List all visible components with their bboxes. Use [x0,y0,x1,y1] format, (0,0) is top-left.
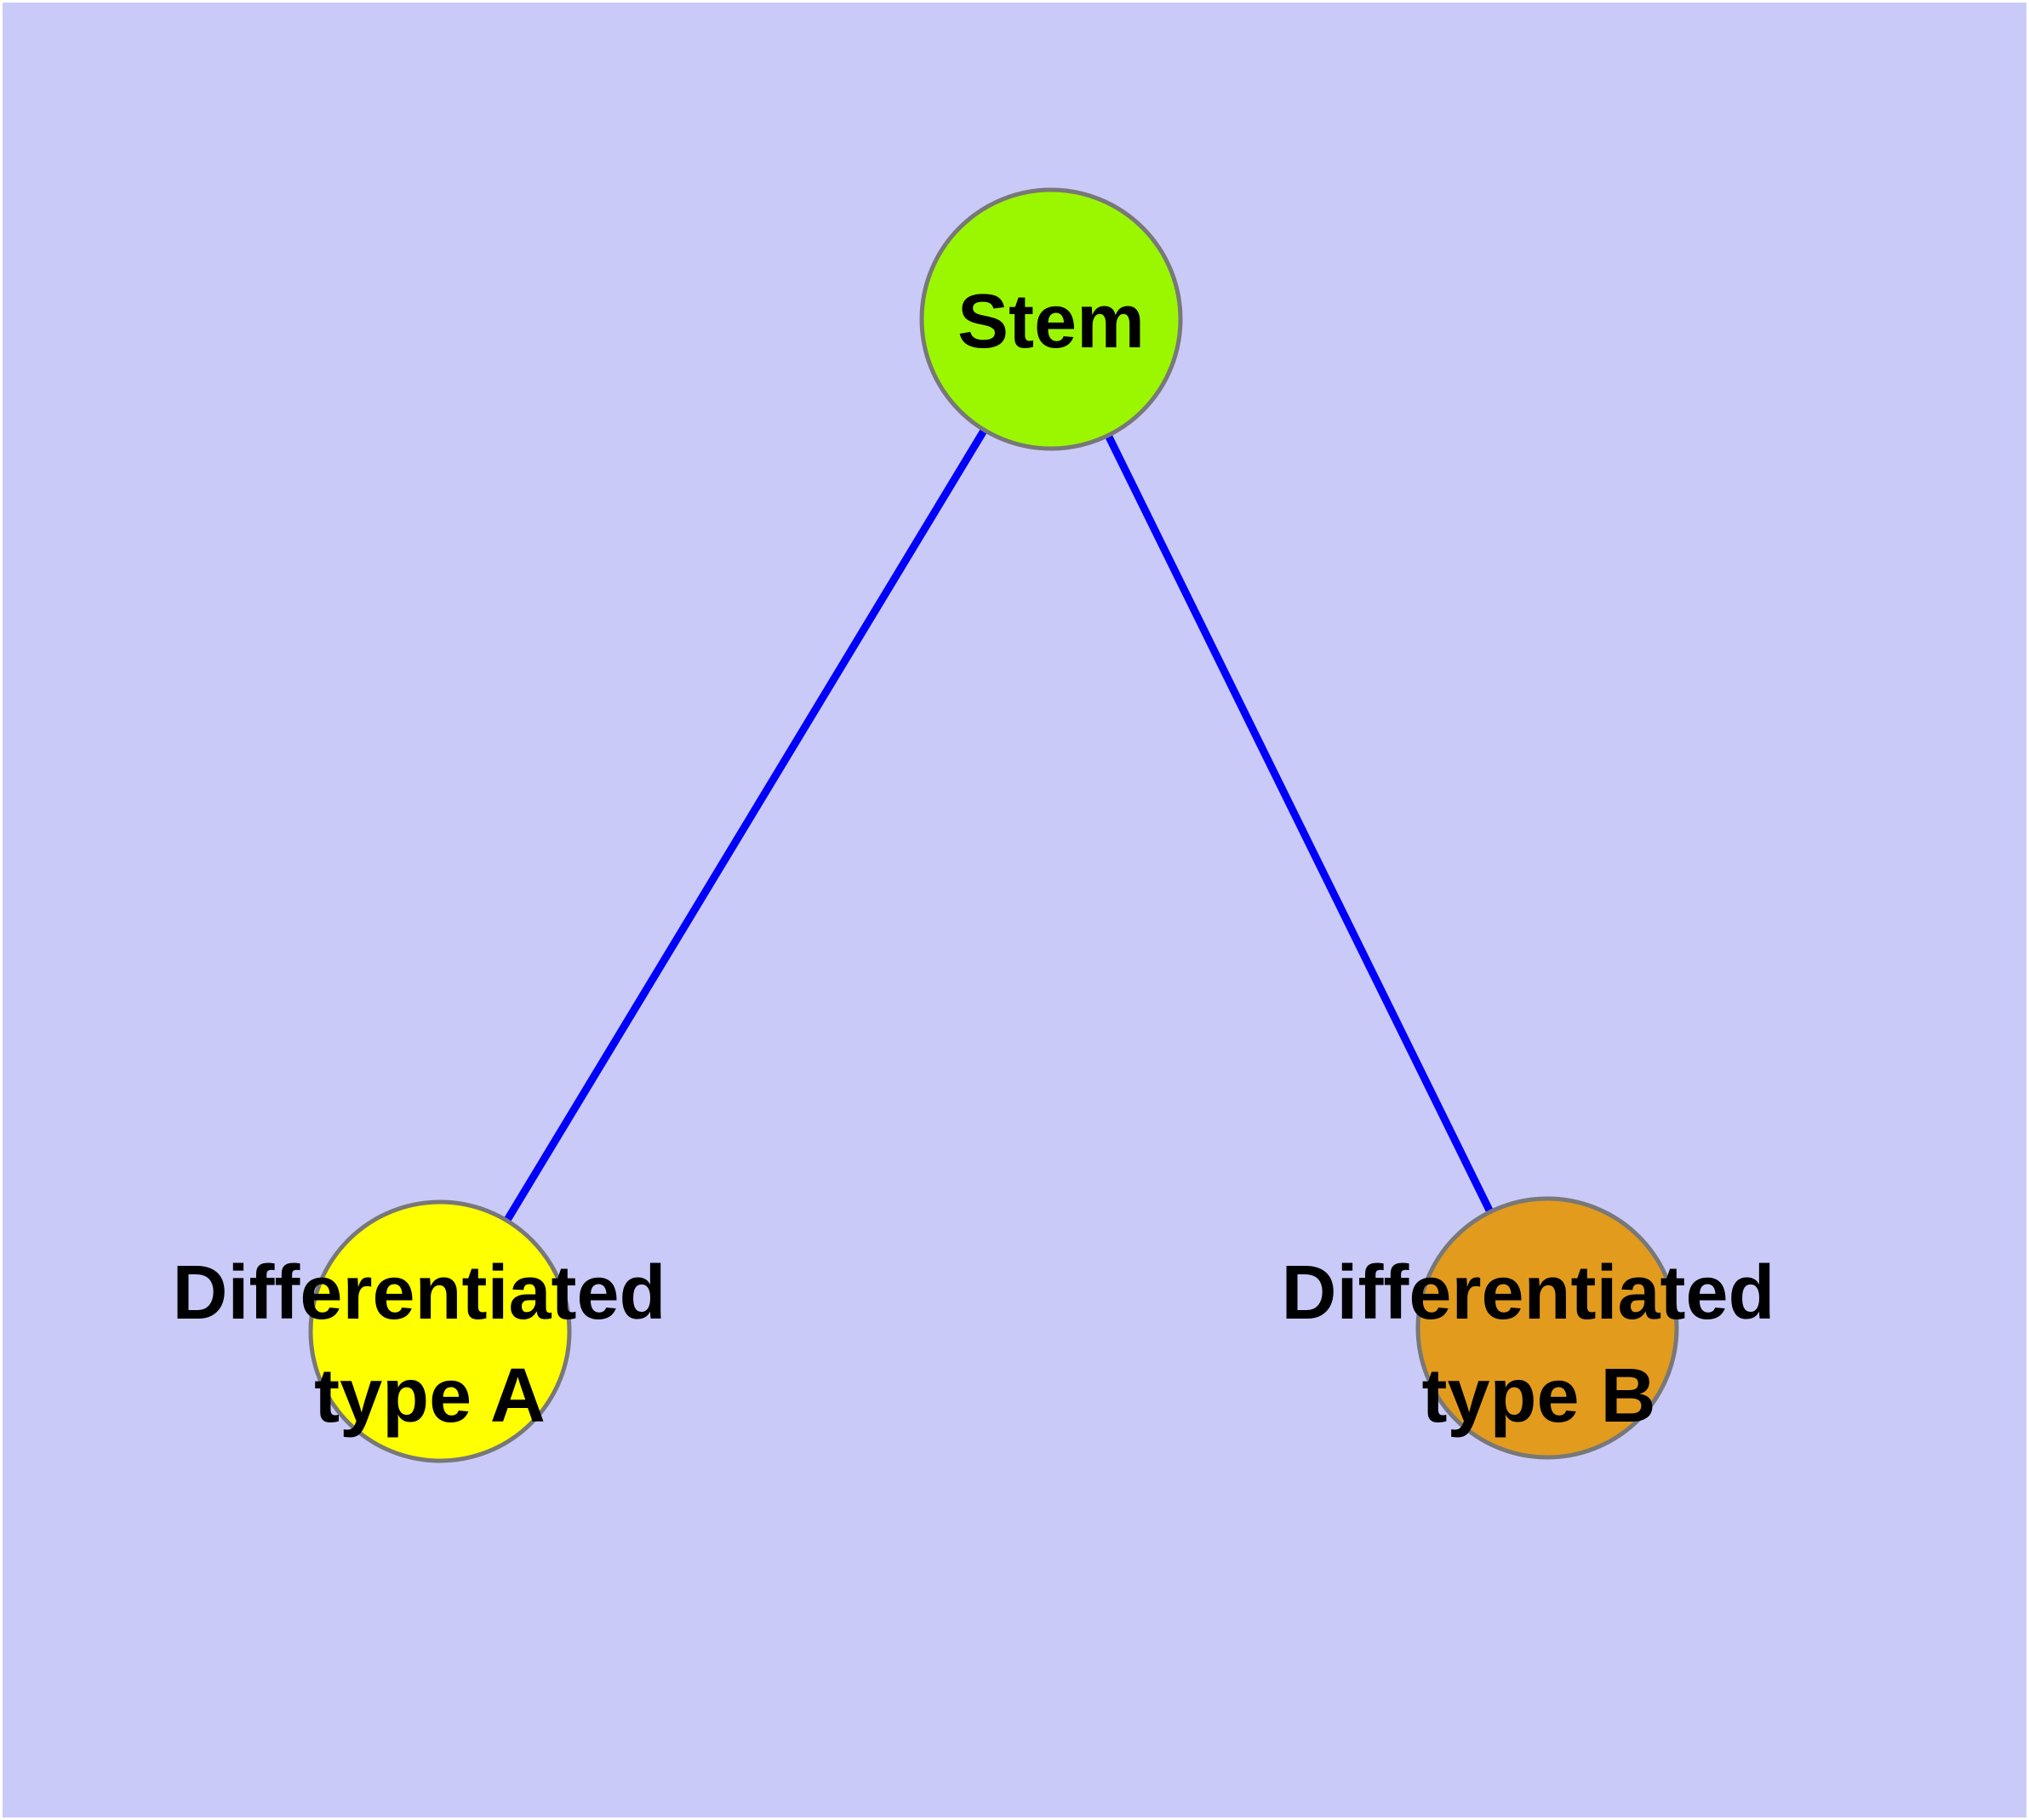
node-label-type-a-line2: type A [314,1354,546,1439]
node-type-b [1415,1196,1679,1460]
node-group [308,187,1679,1463]
edge-stem-to-type-b [1047,318,1552,1330]
edge-group [437,317,1552,1334]
node-label-type-a-line1: Differentiated [172,1251,666,1336]
edge-stem-to-type-a [437,317,1055,1334]
node-label-type-b: Differentiated type B [1281,1251,1796,1439]
node-stem [919,187,1183,451]
node-type-a [308,1199,572,1463]
node-label-type-b-line2: type B [1421,1354,1655,1439]
node-label-type-b-line1: Differentiated [1281,1251,1775,1336]
label-group: Stem Differentiated type A Differentiate… [172,279,1796,1439]
node-label-type-a: Differentiated type A [172,1251,687,1439]
node-label-stem: Stem [957,279,1145,364]
